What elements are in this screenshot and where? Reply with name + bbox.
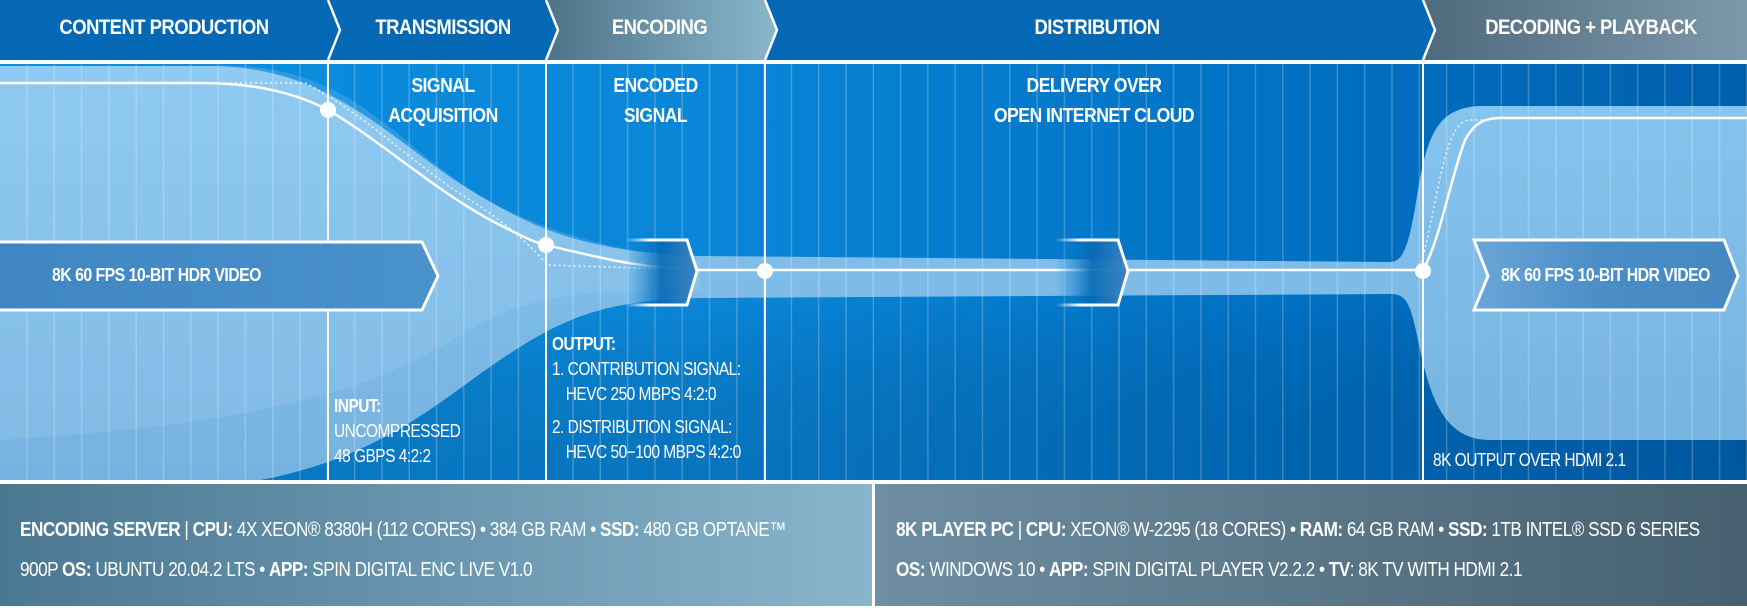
- spec-value: WINDOWS 10 •: [925, 559, 1050, 581]
- encoding-server-line-2: 900P OS: UBUNTU 20.04.2 LTS • APP: SPIN …: [20, 550, 786, 590]
- input-note-title: INPUT:: [334, 396, 381, 416]
- encoded-signal-arrow: [625, 238, 699, 307]
- stage-label-transmission: TRANSMISSION: [375, 16, 511, 39]
- spec-value: SPIN DIGITAL ENC LIVE V1.0: [308, 559, 533, 581]
- output-note: OUTPUT: 1. CONTRIBUTION SIGNAL: HEVC 250…: [552, 332, 741, 465]
- source-video-arrow: [0, 240, 440, 312]
- stage-header-decoding: [1423, 0, 1747, 60]
- input-note-line: UNCOMPRESSED: [334, 421, 461, 441]
- hdmi-output-note: 8K OUTPUT OVER HDMI 2.1: [1433, 450, 1626, 470]
- header-rule: [0, 60, 1747, 64]
- spec-value: UBUNTU 20.04.2 LTS •: [91, 559, 269, 581]
- input-note: INPUT: UNCOMPRESSED 48 GBPS 4:2:2: [334, 394, 461, 469]
- player-pc-panel: [875, 484, 1747, 612]
- stage-header-distribution: [765, 0, 1435, 60]
- separator: |: [1013, 519, 1026, 541]
- spec-value: 1TB INTEL® SSD 6 SERIES: [1487, 519, 1700, 541]
- stage-label-decoding-playback: DECODING + PLAYBACK: [1485, 16, 1697, 39]
- stage-header-encoding: [546, 0, 777, 60]
- spec-value: 4X XEON® 8380H (112 CORES) • 384 GB RAM …: [232, 519, 601, 541]
- footer-rule: [0, 480, 1747, 484]
- output-video-arrow: [1471, 238, 1740, 312]
- sublabel-encoded-signal: ENCODED SIGNAL: [561, 71, 750, 131]
- node-encoding: [538, 237, 554, 253]
- data-volume-flow: [0, 66, 1747, 482]
- sublabel-signal-acquisition: SIGNAL ACQUISITION: [347, 71, 539, 131]
- spec-label: SSD:: [1448, 519, 1488, 541]
- sublabel-line: SIGNAL: [411, 75, 475, 97]
- input-note-line: 48 GBPS 4:2:2: [334, 446, 431, 466]
- stage-label-distribution: DISTRIBUTION: [1034, 16, 1160, 39]
- spec-label: OS:: [896, 559, 926, 581]
- stage-header-content-production: [0, 0, 340, 60]
- output-note-title: OUTPUT:: [552, 334, 616, 354]
- stage-header-bar: [0, 0, 1747, 61]
- separator: |: [180, 519, 193, 541]
- sublabel-line: OPEN INTERNET CLOUD: [993, 105, 1195, 127]
- spec-value: XEON® W-2295 (18 CORES) •: [1065, 519, 1300, 541]
- spec-label: APP:: [268, 559, 309, 581]
- spec-value: 900P: [20, 559, 63, 581]
- encoding-server-name: ENCODING SERVER: [20, 519, 181, 541]
- node-transmission: [320, 102, 336, 118]
- spec-value: 64 GB RAM •: [1342, 519, 1449, 541]
- spec-label: CPU:: [192, 519, 234, 541]
- source-video-label: 8K 60 FPS 10-BIT HDR VIDEO: [52, 265, 262, 285]
- node-distribution: [757, 263, 773, 279]
- spec-label: SSD:: [600, 519, 640, 541]
- encoding-server-line-1: ENCODING SERVER | CPU: 4X XEON® 8380H (1…: [20, 510, 786, 550]
- output-item-title: 1. CONTRIBUTION SIGNAL:: [552, 359, 741, 379]
- stage-label-encoding: ENCODING: [611, 16, 708, 39]
- output-item-value: HEVC 50−100 MBPS 4:2:0: [565, 442, 741, 462]
- encoding-server-specs: ENCODING SERVER | CPU: 4X XEON® 8380H (1…: [20, 510, 786, 590]
- spec-value: 480 GB OPTANE™: [639, 519, 786, 541]
- sublabel-delivery: DELIVERY OVER OPEN INTERNET CLOUD: [804, 71, 1383, 131]
- spec-label: RAM:: [1299, 519, 1343, 541]
- stage-header-transmission: [328, 0, 558, 60]
- spec-label: OS:: [62, 559, 92, 581]
- node-decoding: [1415, 263, 1431, 279]
- player-pc-name: 8K PLAYER PC: [896, 519, 1014, 541]
- spec-label: APP:: [1049, 559, 1089, 581]
- output-item-title: 2. DISTRIBUTION SIGNAL:: [552, 417, 732, 437]
- output-video-label: 8K 60 FPS 10-BIT HDR VIDEO: [1501, 265, 1711, 285]
- sublabel-line: DELIVERY OVER: [1026, 75, 1162, 97]
- player-pc-specs: 8K PLAYER PC | CPU: XEON® W-2295 (18 COR…: [896, 510, 1700, 590]
- player-pc-line-1: 8K PLAYER PC | CPU: XEON® W-2295 (18 COR…: [896, 510, 1700, 550]
- output-item-value: HEVC 250 MBPS 4:2:0: [565, 384, 717, 404]
- sublabel-line: SIGNAL: [623, 105, 688, 127]
- distribution-signal-arrow: [1055, 238, 1130, 307]
- spec-label: CPU:: [1025, 519, 1067, 541]
- sublabel-line: ACQUISITION: [388, 105, 498, 127]
- sublabel-line: ENCODED: [613, 75, 698, 97]
- player-pc-line-2: OS: WINDOWS 10 • APP: SPIN DIGITAL PLAYE…: [896, 550, 1700, 590]
- spec-value: SPIN DIGITAL PLAYER V2.2.2 •: [1088, 559, 1329, 581]
- spec-label: TV: [1328, 559, 1350, 581]
- spec-value: : 8K TV WITH HDMI 2.1: [1349, 559, 1523, 581]
- encoding-server-panel: [0, 484, 872, 612]
- stage-label-content-production: CONTENT PRODUCTION: [59, 16, 269, 39]
